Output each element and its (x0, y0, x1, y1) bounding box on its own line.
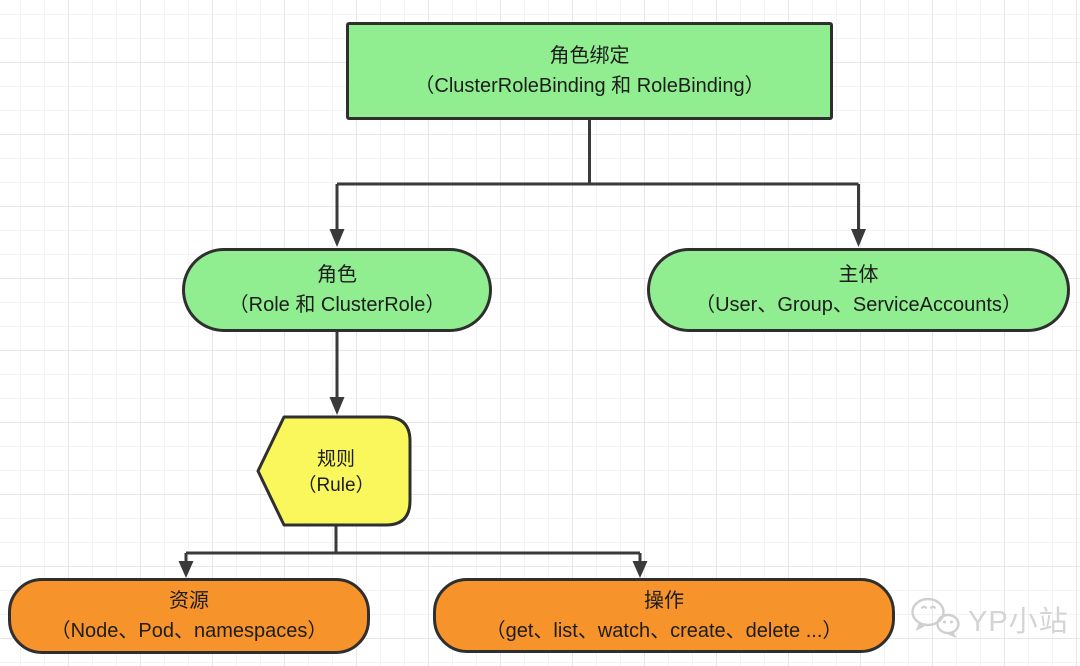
node-resource-title: 资源 (169, 590, 209, 612)
arrowhead-to-rule (329, 397, 345, 415)
node-rule-title: 规则 (316, 449, 355, 470)
node-action-title: 操作 (644, 589, 684, 612)
watermark-label: YP小站 (968, 606, 1069, 638)
arrowhead-to-subject (851, 229, 866, 247)
arrowhead-to-role (329, 229, 345, 247)
wechat-icon (911, 597, 960, 638)
node-role-subtitle: （Role 和 ClusterRole） (228, 294, 446, 316)
rule-shape (256, 415, 412, 527)
node-subject-subtitle: （User、Group、ServiceAccounts） (695, 294, 1022, 316)
node-resource: 资源 （Node、Pod、namespaces） (8, 578, 370, 654)
node-role-binding-subtitle: （ClusterRoleBinding 和 RoleBinding） (414, 75, 765, 97)
node-resource-subtitle: （Node、Pod、namespaces） (50, 620, 328, 642)
node-role-binding: 角色绑定 （ClusterRoleBinding 和 RoleBinding） (346, 22, 833, 120)
node-action-subtitle: （get、list、watch、create、delete ...） (485, 619, 843, 642)
node-rule-subtitle: （Rule） (297, 475, 375, 496)
node-role-title: 角色 (317, 264, 357, 286)
node-subject-title: 主体 (838, 264, 879, 286)
watermark: YP小站 (908, 596, 1074, 642)
node-role: 角色 （Role 和 ClusterRole） (182, 248, 492, 332)
node-subject: 主体 （User、Group、ServiceAccounts） (647, 248, 1070, 332)
arrowhead-to-action (632, 561, 648, 578)
arrowhead-to-resource (178, 561, 194, 578)
node-role-binding-title: 角色绑定 (549, 45, 630, 67)
node-action: 操作 （get、list、watch、create、delete ...） (433, 578, 895, 653)
node-rule: 规则 （Rule） (262, 441, 410, 505)
